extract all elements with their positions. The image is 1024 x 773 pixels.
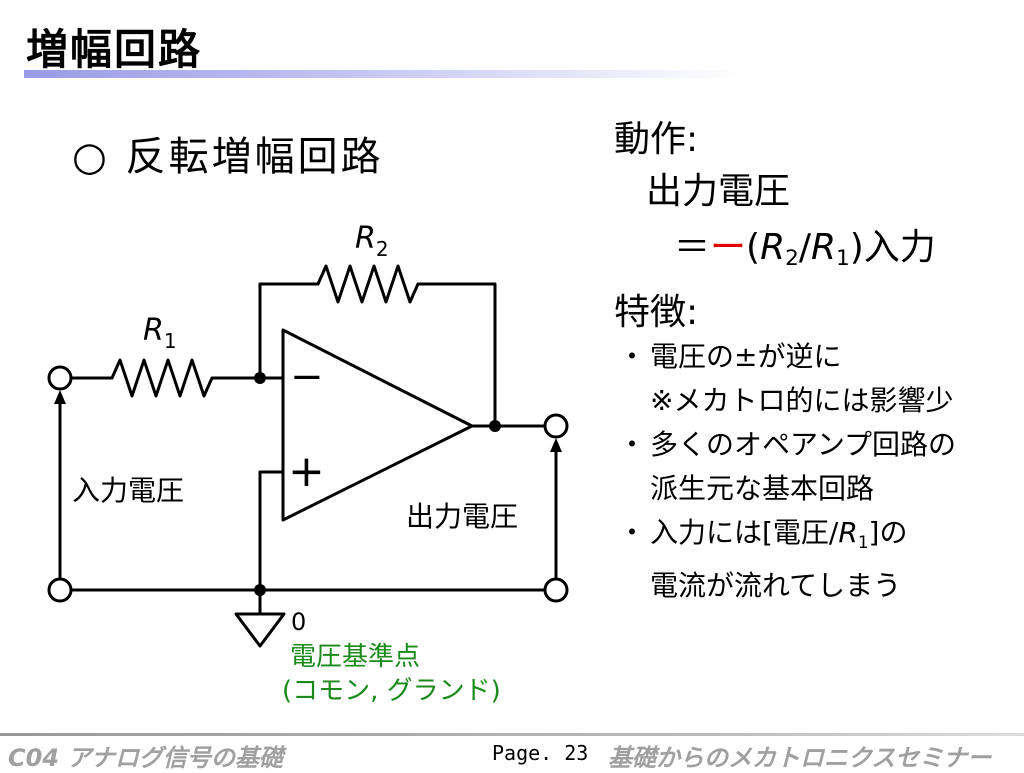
feature-line: 電圧の±が逆に	[650, 340, 842, 373]
feature-item: ・ 電圧の±が逆に ※メカトロ的には影響少	[614, 335, 1014, 423]
feedback-wire-right	[416, 282, 497, 428]
plus-input-wire	[258, 470, 285, 592]
formula-lhs: 出力電圧	[646, 171, 791, 212]
formula-r2-index: 2	[785, 246, 799, 271]
r2-label: R2	[355, 221, 389, 261]
feature-text: 入力には[電圧/	[650, 516, 839, 549]
formula-r1-index: 1	[836, 246, 850, 271]
feature-text: ]の	[868, 516, 908, 549]
r2-index: 2	[376, 237, 389, 261]
output-terminal	[543, 413, 569, 439]
feature-item: ・ 多くのオペアンプ回路の 派生元な基本回路	[614, 423, 1014, 511]
slide-title: 増幅回路	[26, 25, 203, 74]
title-underline	[24, 70, 744, 78]
resistor-r2	[316, 264, 420, 304]
feature-item: ・ 入力には[電圧/R1]の 電流が流れてしまう	[614, 511, 1014, 608]
ground-triangle	[234, 612, 286, 648]
operation-heading: 動作:	[614, 119, 699, 160]
minus-input-sign: −	[290, 354, 324, 400]
op-amp-triangle	[281, 328, 474, 522]
input-terminal	[47, 365, 73, 391]
formula-rhs: ＝ー(R2/R1)入力	[614, 226, 1014, 281]
negative-sign: ー	[710, 227, 747, 268]
footer-chapter: C04 アナログ信号の基礎	[8, 744, 283, 772]
input-voltage-label: 入力電圧	[72, 474, 184, 507]
ground-value-label: 0	[291, 608, 306, 636]
formula-r1-letter: R	[810, 227, 836, 268]
page-number: Page. 23	[492, 741, 589, 765]
feedback-wire-left	[258, 282, 320, 380]
bullet-marker: ・	[617, 428, 646, 461]
formula-r2-letter: R	[760, 227, 786, 268]
r1-label: R1	[143, 313, 177, 353]
formula-slash: /	[798, 227, 811, 268]
r1-letter: R	[143, 313, 164, 348]
r1-index: 1	[164, 329, 177, 353]
equals-sign: ＝	[674, 227, 711, 268]
feature-line: 多くのオペアンプ回路の	[650, 428, 957, 461]
features-heading: 特徴:	[614, 292, 699, 333]
r2-letter: R	[355, 221, 376, 256]
section-heading: ○ 反転増幅回路	[72, 134, 384, 180]
ground-alias-label: (コモン, グランド)	[282, 676, 501, 706]
footer-seminar-title: 基礎からのメカトロニクスセミナー	[608, 744, 992, 772]
junction-dot-ground	[254, 584, 266, 596]
ground-reference-label: 電圧基準点	[290, 642, 420, 672]
input-common-terminal	[47, 577, 73, 603]
footer-divider	[0, 733, 1024, 736]
output-arrowhead	[550, 438, 562, 452]
close-paren-input: )入力	[849, 227, 936, 268]
feature-line: 入力には[電圧/R1]の	[650, 511, 907, 564]
explanation-panel: 動作: 出力電圧 ＝ー(R2/R1)入力 特徴: ・ 電圧の±が逆に ※メカトロ…	[614, 118, 1014, 608]
output-common-terminal	[543, 577, 569, 603]
feature-line: 電流が流れてしまう	[650, 569, 902, 602]
junction-dot-output	[489, 420, 501, 432]
feature-line: ※メカトロ的には影響少	[650, 384, 954, 417]
junction-dot-input	[254, 372, 266, 384]
feature-r-index: 1	[857, 532, 869, 552]
bullet-marker: ・	[617, 340, 646, 373]
bullet-marker: ・	[617, 516, 646, 549]
feature-r-letter: R	[838, 516, 858, 549]
feature-line: 派生元な基本回路	[650, 472, 875, 505]
resistor-r1	[110, 358, 214, 398]
plus-input-sign: +	[288, 446, 325, 497]
open-paren: (	[746, 227, 761, 268]
input-arrowhead	[54, 390, 66, 404]
output-voltage-label: 出力電圧	[406, 500, 518, 533]
